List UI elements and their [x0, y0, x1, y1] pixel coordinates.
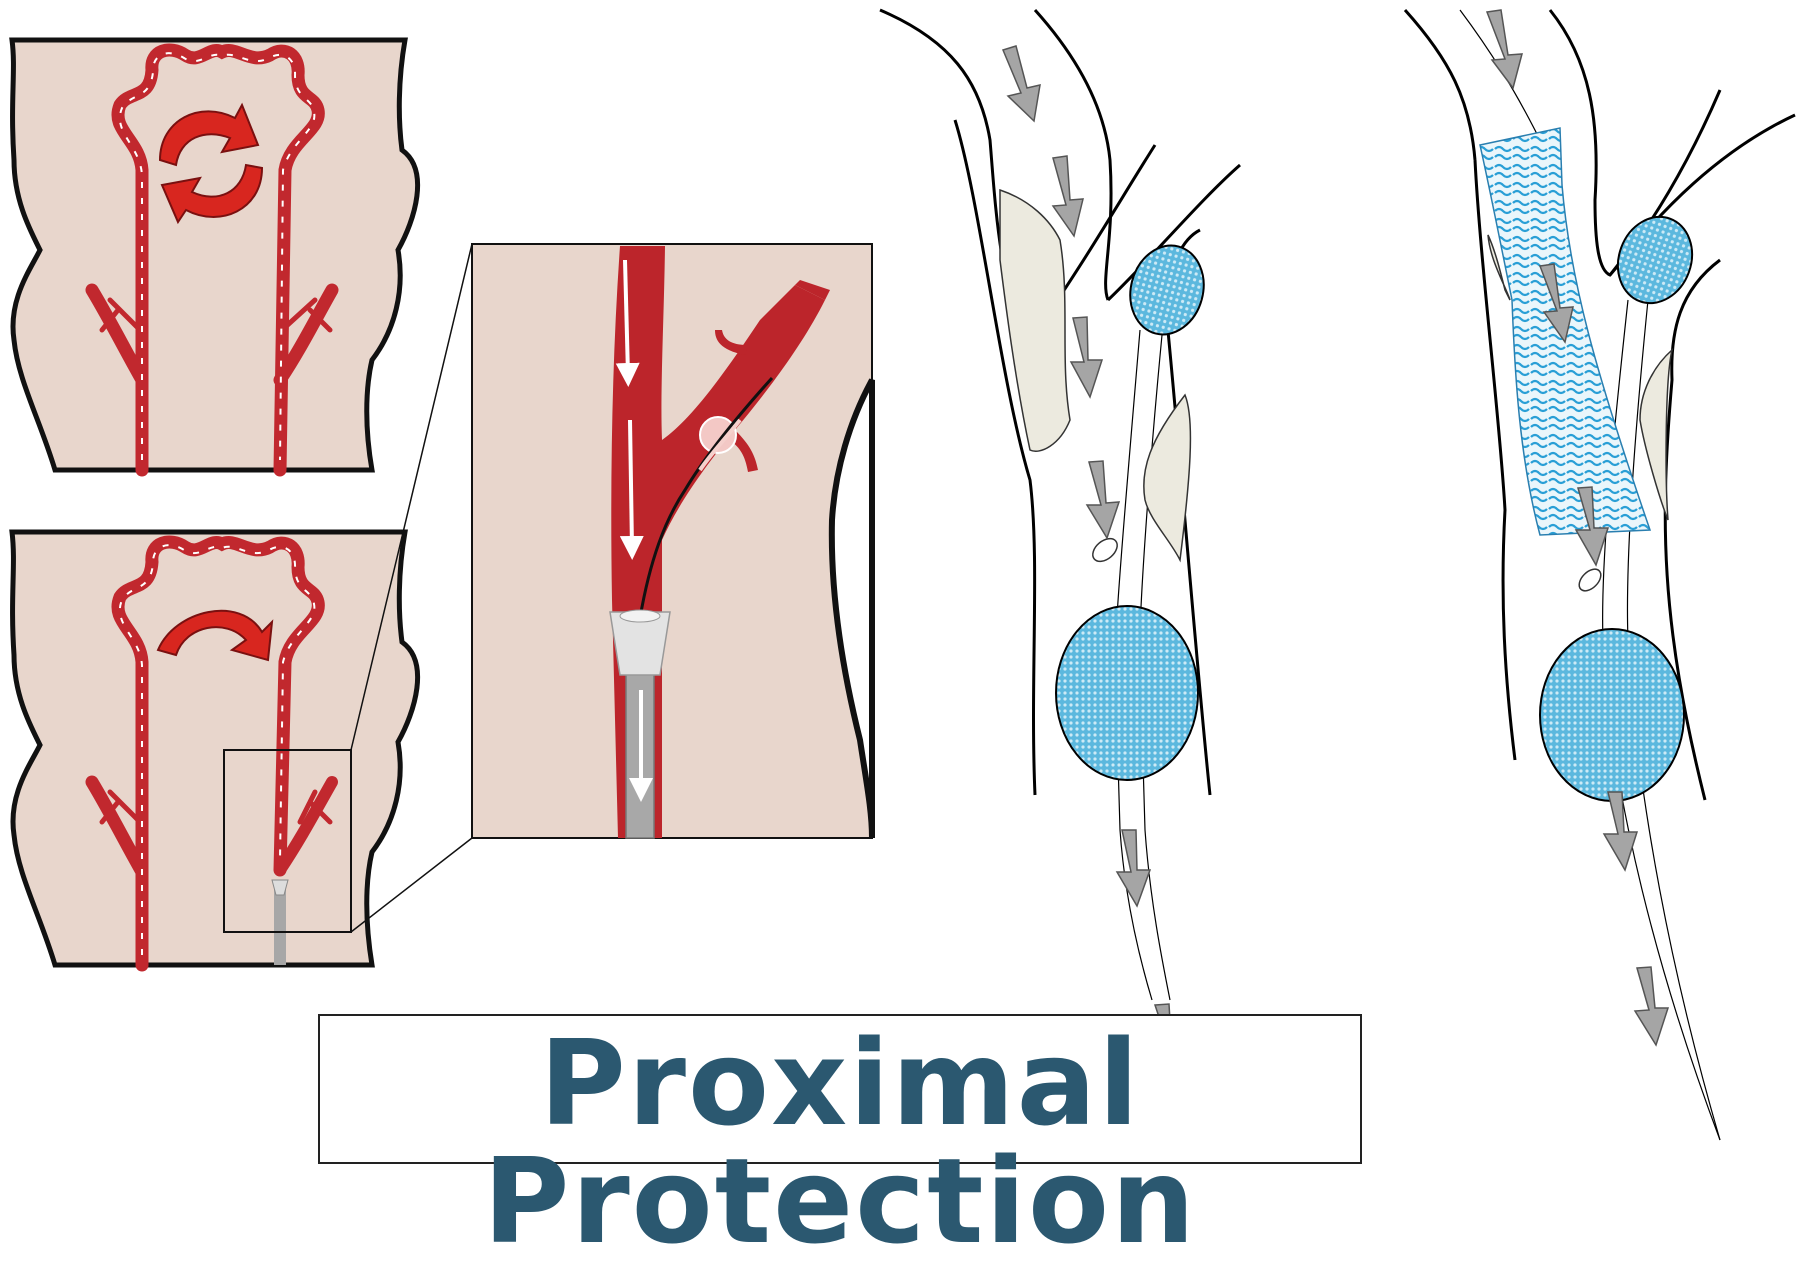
vessel-diagram-stent — [1405, 10, 1795, 1140]
head-silhouette — [12, 532, 418, 965]
title-box: Proximal Protection — [318, 1014, 1362, 1164]
diagram-title: Proximal Protection — [320, 1024, 1360, 1260]
occlusion-balloon-icon — [1540, 629, 1684, 801]
occlusion-balloon-icon — [1606, 206, 1704, 313]
head-silhouette — [12, 40, 418, 470]
zoom-inset — [472, 244, 872, 838]
occlusion-balloon-icon — [1056, 606, 1198, 780]
vessel-diagram-balloons — [880, 10, 1240, 1070]
head-panel-normal-flow — [12, 40, 418, 470]
occlusion-balloon-icon — [1121, 237, 1214, 343]
head-panel-reversed-flow — [12, 532, 418, 965]
proximal-protection-diagram — [0, 0, 1804, 1160]
